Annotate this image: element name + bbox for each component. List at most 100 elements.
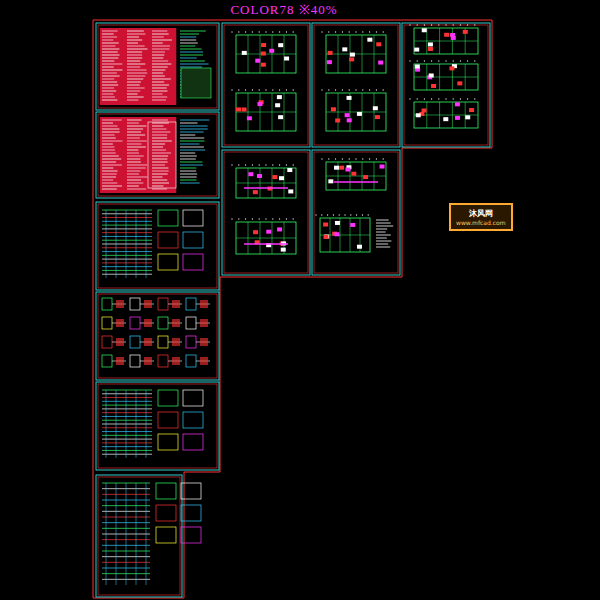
cad-line bbox=[116, 390, 117, 458]
plan-wall bbox=[236, 222, 296, 254]
cad-line bbox=[180, 67, 202, 68]
sheet-inner-frame bbox=[224, 25, 308, 145]
cad-line bbox=[102, 259, 152, 260]
fixture bbox=[357, 245, 362, 249]
cad-line bbox=[102, 168, 113, 169]
cad-line bbox=[102, 255, 152, 256]
fixture bbox=[457, 81, 462, 85]
cad-line bbox=[106, 483, 107, 585]
cad-line bbox=[102, 251, 152, 252]
fixture bbox=[335, 221, 340, 225]
fixture bbox=[323, 223, 328, 227]
cad-line bbox=[152, 183, 169, 184]
cad-line bbox=[116, 483, 117, 585]
panel-symbol bbox=[183, 390, 203, 406]
cad-line bbox=[414, 41, 478, 42]
cad-line bbox=[362, 214, 363, 216]
cad-line bbox=[438, 60, 439, 62]
cad-line bbox=[376, 229, 387, 230]
cad-line bbox=[102, 210, 152, 211]
cad-line bbox=[102, 454, 152, 455]
cad-line bbox=[102, 159, 121, 160]
sheet-frame bbox=[312, 23, 400, 147]
cad-line bbox=[127, 126, 146, 127]
cad-line bbox=[152, 174, 168, 175]
cad-line bbox=[460, 60, 461, 62]
fixture bbox=[416, 113, 421, 117]
fixture bbox=[253, 190, 258, 194]
cad-line bbox=[152, 58, 163, 59]
cad-line bbox=[180, 61, 205, 62]
fixture bbox=[272, 175, 277, 179]
marker bbox=[116, 338, 124, 346]
fixture bbox=[269, 49, 274, 53]
cad-line bbox=[102, 225, 152, 226]
cad-line bbox=[417, 98, 418, 100]
cad-line bbox=[376, 220, 389, 221]
sheet-frame bbox=[96, 382, 219, 470]
cad-line bbox=[152, 153, 171, 154]
fixture bbox=[449, 66, 454, 70]
sheet-frame bbox=[96, 475, 182, 597]
cad-line bbox=[102, 91, 116, 92]
cad-line bbox=[438, 98, 439, 100]
cad-line bbox=[102, 266, 152, 267]
sheet-inner-frame bbox=[404, 25, 488, 145]
cad-line bbox=[127, 123, 139, 124]
cad-line bbox=[102, 189, 117, 190]
cad-line bbox=[335, 31, 336, 33]
marker bbox=[116, 300, 124, 308]
cad-line bbox=[350, 214, 351, 216]
cad-line bbox=[127, 79, 143, 80]
cad-line bbox=[349, 158, 350, 160]
cad-line bbox=[293, 89, 294, 91]
cad-line bbox=[102, 73, 117, 74]
cad-line bbox=[453, 24, 454, 26]
cad-line bbox=[279, 89, 280, 91]
cad-line bbox=[259, 164, 260, 166]
cad-line bbox=[279, 218, 280, 220]
watermark-name: 沐风网 bbox=[456, 208, 506, 219]
fixture bbox=[339, 166, 344, 170]
plan-wall bbox=[326, 35, 386, 73]
panel-symbol bbox=[183, 412, 203, 428]
cad-line bbox=[383, 158, 384, 160]
plan-wall bbox=[236, 168, 296, 198]
cad-line bbox=[232, 164, 233, 166]
cad-line bbox=[146, 390, 147, 458]
fixture bbox=[242, 51, 247, 55]
cad-line bbox=[127, 186, 139, 187]
cad-line bbox=[152, 94, 163, 95]
fixture bbox=[248, 172, 253, 176]
drawing-title: COLOR78 ※40% bbox=[230, 0, 337, 18]
cad-line bbox=[136, 210, 137, 278]
cad-line bbox=[180, 150, 205, 151]
cad-line bbox=[102, 439, 152, 440]
cad-line bbox=[180, 40, 196, 41]
fixture bbox=[335, 118, 340, 122]
marker bbox=[172, 319, 180, 327]
marker bbox=[200, 300, 208, 308]
cad-line bbox=[102, 76, 120, 77]
cad-line bbox=[102, 85, 118, 86]
cad-line bbox=[127, 94, 138, 95]
cad-line bbox=[474, 24, 475, 26]
panel-symbol bbox=[183, 434, 203, 450]
marker bbox=[200, 357, 208, 365]
sheet-frame bbox=[96, 23, 219, 110]
box-symbol bbox=[102, 298, 112, 310]
cad-line bbox=[232, 31, 233, 33]
panel-symbol bbox=[156, 527, 176, 543]
cad-line bbox=[368, 214, 369, 216]
cad-line bbox=[376, 232, 386, 233]
box-symbol bbox=[130, 317, 140, 329]
cad-line bbox=[127, 34, 145, 35]
cad-line bbox=[376, 235, 391, 236]
cad-line bbox=[376, 158, 377, 160]
cad-line bbox=[252, 31, 253, 33]
fixture bbox=[327, 60, 332, 64]
fixture bbox=[422, 109, 427, 113]
cad-line bbox=[102, 408, 152, 409]
cad-line bbox=[127, 37, 139, 38]
